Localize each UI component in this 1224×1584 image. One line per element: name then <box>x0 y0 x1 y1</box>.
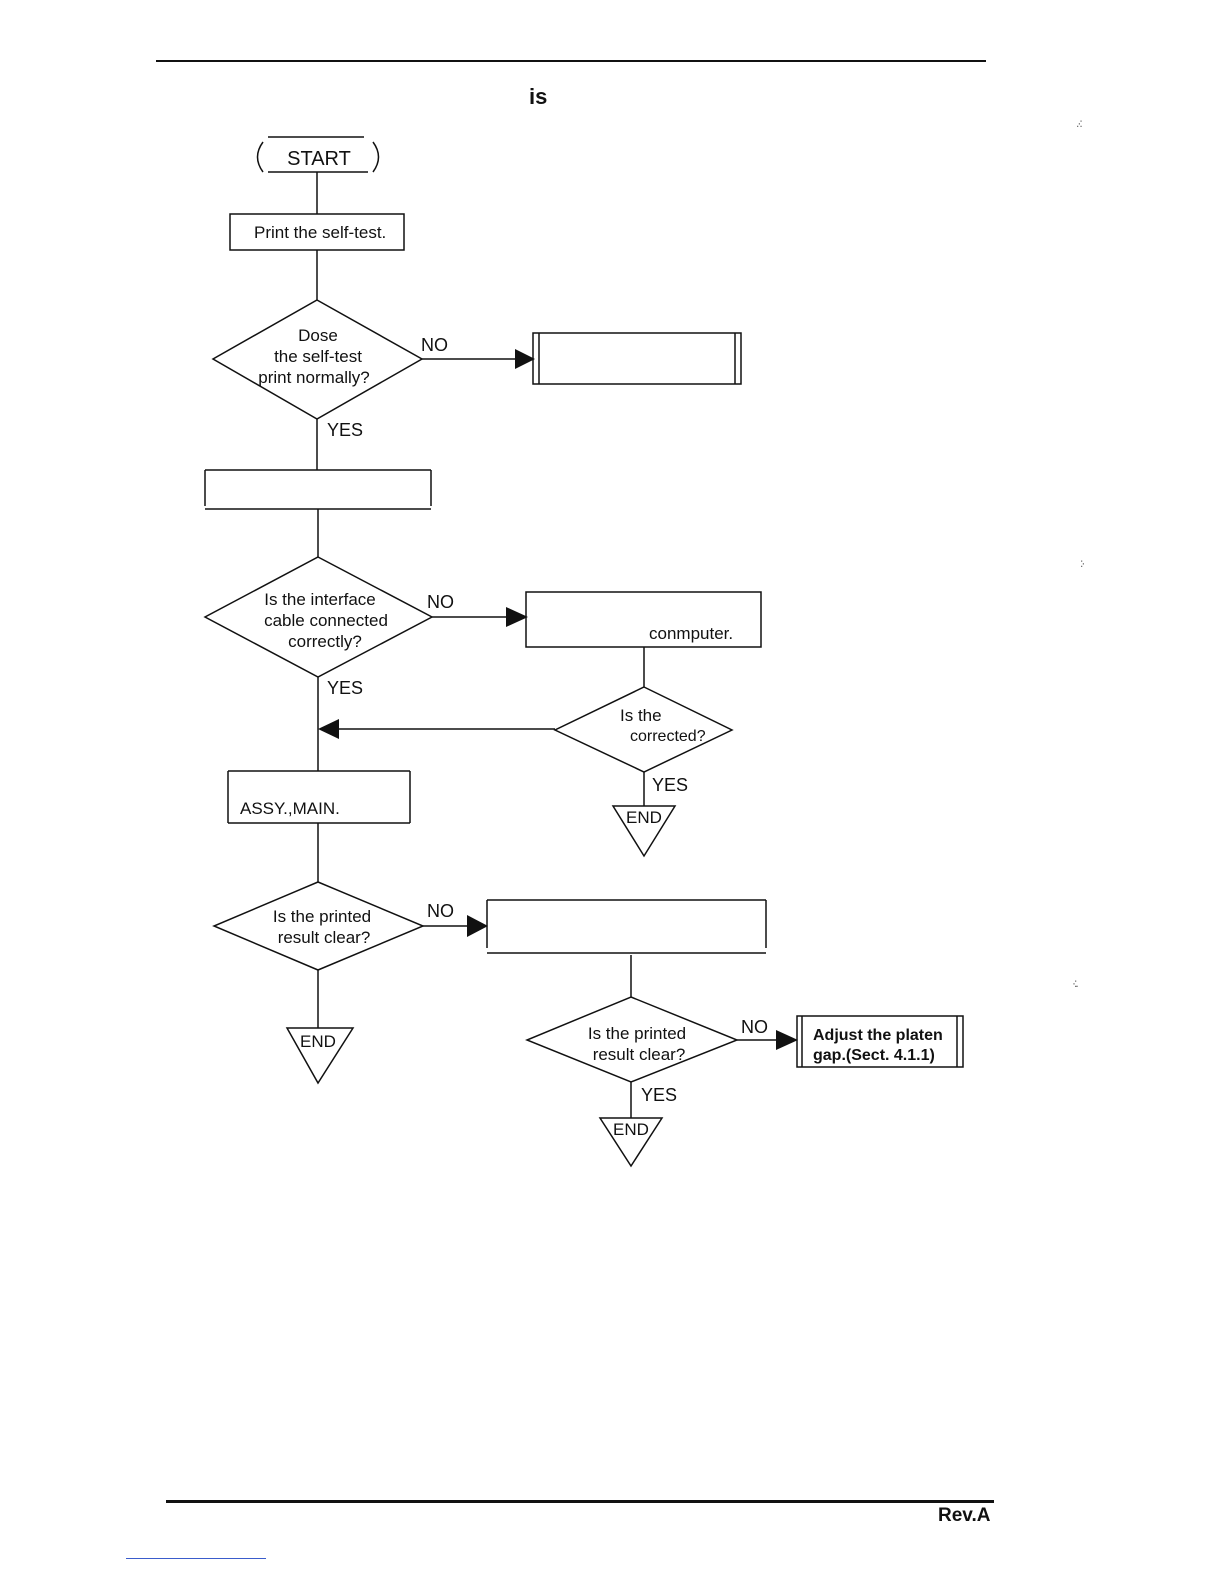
box-adjust-gap-line2: gap.(Sect. 4.1.1) <box>813 1047 935 1064</box>
arrow-head <box>506 607 528 627</box>
label-no: NO <box>427 592 454 612</box>
bottom-link-underline <box>126 1558 266 1559</box>
decision-self-test-line2: the self-test <box>274 347 362 366</box>
decision-printed-1-line1: Is the printed <box>273 907 371 926</box>
arrow-head <box>467 915 488 937</box>
binding-hole-mark: :· <box>1080 556 1086 570</box>
arrow-head <box>318 719 339 739</box>
label-yes: YES <box>641 1085 677 1105</box>
box-replace-main: ASSY.,MAIN. <box>240 799 340 818</box>
label-no: NO <box>427 901 454 921</box>
box-check-computer: conmputer. <box>649 624 733 643</box>
decision-interface-line3: correctly? <box>288 632 362 651</box>
end-label: END <box>300 1032 336 1051</box>
revision-label: Rev.A <box>938 1505 991 1526</box>
arrow-head <box>776 1030 798 1050</box>
decision-corrected-line2: corrected? <box>630 728 706 745</box>
decision-printed-1-line2: result clear? <box>278 928 371 947</box>
arrow-head <box>515 349 535 369</box>
top-rule <box>156 60 986 62</box>
end-label: END <box>613 1120 649 1139</box>
decision-printed-2-line2: result clear? <box>593 1045 686 1064</box>
decision-interface-line2: cable connected <box>264 611 388 630</box>
decision-corrected-line1: Is the <box>620 706 662 725</box>
end-label: END <box>626 808 662 827</box>
label-no: NO <box>421 335 448 355</box>
box-adjust-gap-line1: Adjust the platen <box>813 1027 943 1044</box>
decision-self-test-line3: print normally? <box>258 368 370 387</box>
label-yes: YES <box>327 678 363 698</box>
label-yes: YES <box>652 775 688 795</box>
decision-printed-2-line1: Is the printed <box>588 1024 686 1043</box>
start-label: START <box>287 148 351 170</box>
label-yes: YES <box>327 420 363 440</box>
label-no: NO <box>741 1017 768 1037</box>
decision-interface-line1: Is the interface <box>264 590 376 609</box>
box-self-test: Print the self-test. <box>254 223 386 242</box>
binding-hole-mark: .·: <box>1076 116 1083 130</box>
section-heading-fragment: is <box>529 84 548 109</box>
bottom-rule <box>166 1500 994 1503</box>
decision-self-test-line1: Dose <box>298 326 338 345</box>
binding-hole-mark: ·:. <box>1072 976 1079 990</box>
